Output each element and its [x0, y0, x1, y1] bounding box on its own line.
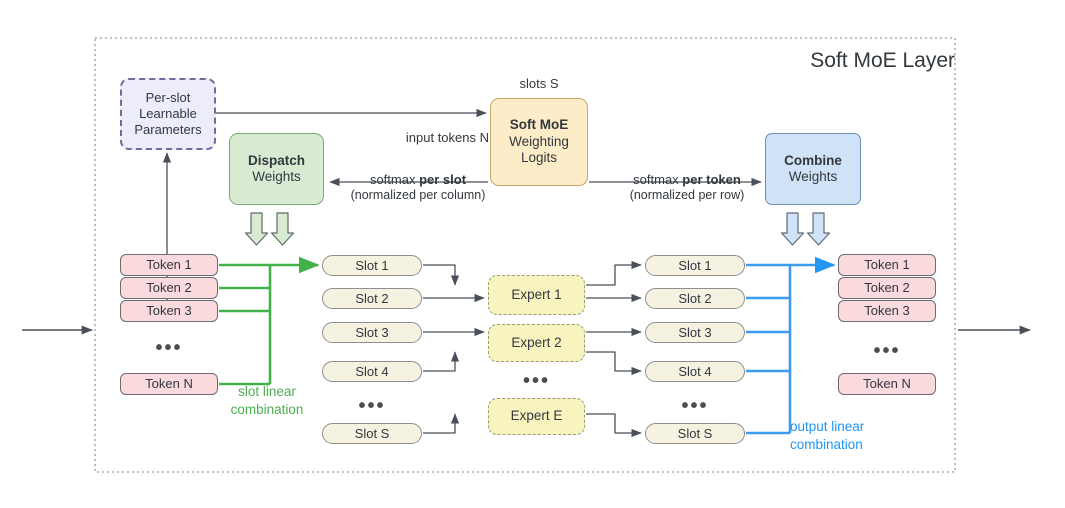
- expert-1[interactable]: Expert 1: [488, 275, 585, 315]
- output-token-3[interactable]: Token 3: [838, 300, 936, 322]
- output-token-n-label: Token N: [863, 376, 911, 392]
- input-token-1-label: Token 1: [146, 257, 192, 273]
- output-token-1-label: Token 1: [864, 257, 910, 273]
- expert-1-label: Expert 1: [511, 286, 562, 302]
- dispatch-block-arrows: [244, 212, 295, 246]
- softmax-per-token-emphasis: per token: [682, 172, 741, 187]
- output-slot-s-label: Slot S: [677, 425, 713, 441]
- input-token-2[interactable]: Token 2: [120, 277, 218, 299]
- input-token-n-label: Token N: [145, 376, 193, 392]
- input-token-ellipsis: •••: [155, 337, 183, 359]
- input-token-n[interactable]: Token N: [120, 373, 218, 395]
- input-slot-s-label: Slot S: [354, 425, 390, 441]
- combine-weights-box[interactable]: Combine Weights: [765, 133, 861, 205]
- params-line-1: Per-slot: [145, 90, 191, 106]
- output-linear-line-2: combination: [790, 436, 863, 452]
- softmax-per-slot-prefix: softmax: [369, 172, 420, 187]
- input-slot-4[interactable]: Slot 4: [322, 361, 422, 382]
- expert-2[interactable]: Expert 2: [488, 324, 585, 362]
- input-token-3-label: Token 3: [146, 303, 192, 319]
- output-slot-1[interactable]: Slot 1: [645, 255, 745, 276]
- input-slot-s[interactable]: Slot S: [322, 423, 422, 444]
- input-tokens-n-label: input tokens N: [405, 130, 489, 145]
- output-slot-s[interactable]: Slot S: [645, 423, 745, 444]
- softmax-per-token-label: softmax per token (normalized per row): [613, 172, 761, 204]
- input-slot-4-label: Slot 4: [355, 363, 389, 379]
- dispatch-weights-box[interactable]: Dispatch Weights: [229, 133, 324, 205]
- params-line-3: Parameters: [134, 121, 202, 137]
- softmax-per-slot-emphasis: per slot: [419, 172, 467, 187]
- dispatch-subtitle: Weights: [252, 169, 301, 184]
- input-slot-1[interactable]: Slot 1: [322, 255, 422, 276]
- layer-boundary-rect: [94, 37, 956, 473]
- slots-s-label: slots S: [519, 76, 559, 91]
- output-slot-4[interactable]: Slot 4: [645, 361, 745, 382]
- combine-block-arrows: [780, 212, 831, 246]
- output-token-ellipsis: •••: [873, 340, 901, 362]
- output-token-3-label: Token 3: [864, 303, 910, 319]
- expert-2-label: Expert 2: [511, 334, 562, 350]
- input-token-1[interactable]: Token 1: [120, 254, 218, 276]
- output-slot-ellipsis: •••: [681, 395, 709, 417]
- per-slot-learnable-parameters-box[interactable]: Per-slot Learnable Parameters: [120, 78, 216, 150]
- combine-subtitle: Weights: [788, 169, 838, 184]
- slot-linear-combination-lines: [219, 263, 272, 386]
- page-title: Soft MoE Layer: [810, 49, 955, 72]
- expert-ellipsis: •••: [522, 370, 550, 392]
- logits-line-2: Weighting: [509, 133, 569, 149]
- input-slot-3[interactable]: Slot 3: [322, 322, 422, 343]
- softmax-per-slot-label: softmax per slot (normalized per column): [345, 172, 491, 204]
- input-slot-1-label: Slot 1: [355, 257, 389, 273]
- logits-line-1: Soft MoE: [509, 117, 569, 133]
- output-linear-combination-annotation: output linear combination: [790, 418, 920, 453]
- output-slot-1-label: Slot 1: [678, 257, 712, 273]
- expert-to-slot-connectors: [586, 260, 642, 438]
- dispatch-title: Dispatch: [247, 152, 305, 168]
- softmax-per-token-prefix: softmax: [633, 172, 683, 187]
- softmax-per-slot-sublabel: (normalized per column): [350, 188, 486, 203]
- output-linear-combination-lines: [746, 263, 792, 435]
- input-token-2-label: Token 2: [146, 280, 192, 296]
- params-line-2: Learnable: [139, 106, 197, 122]
- output-linear-line-1: output linear: [790, 419, 865, 434]
- input-slot-2[interactable]: Slot 2: [322, 288, 422, 309]
- input-slot-3-label: Slot 3: [355, 324, 389, 340]
- slot-linear-combination-annotation: slot linear combination: [203, 383, 331, 418]
- output-token-2-label: Token 2: [864, 280, 910, 296]
- output-token-2[interactable]: Token 2: [838, 277, 936, 299]
- output-slot-3[interactable]: Slot 3: [645, 322, 745, 343]
- output-slot-2-label: Slot 2: [678, 290, 712, 306]
- softmax-per-token-sublabel: (normalized per row): [629, 188, 745, 203]
- input-token-3[interactable]: Token 3: [120, 300, 218, 322]
- output-slot-4-label: Slot 4: [678, 363, 712, 379]
- slot-linear-line-2: combination: [230, 401, 304, 417]
- output-token-n[interactable]: Token N: [838, 373, 936, 395]
- expert-e-label: Expert E: [510, 408, 563, 424]
- output-slot-2[interactable]: Slot 2: [645, 288, 745, 309]
- output-slot-3-label: Slot 3: [678, 324, 712, 340]
- logits-line-3: Logits: [520, 150, 558, 166]
- combine-title: Combine: [784, 152, 842, 168]
- output-token-1[interactable]: Token 1: [838, 254, 936, 276]
- slot-to-expert-connectors: [423, 264, 485, 434]
- input-slot-ellipsis: •••: [358, 395, 386, 417]
- expert-e[interactable]: Expert E: [488, 398, 585, 435]
- soft-moe-weighting-logits-box[interactable]: Soft MoE Weighting Logits: [490, 98, 588, 186]
- input-slot-2-label: Slot 2: [355, 290, 389, 306]
- slot-linear-line-1: slot linear: [238, 384, 296, 399]
